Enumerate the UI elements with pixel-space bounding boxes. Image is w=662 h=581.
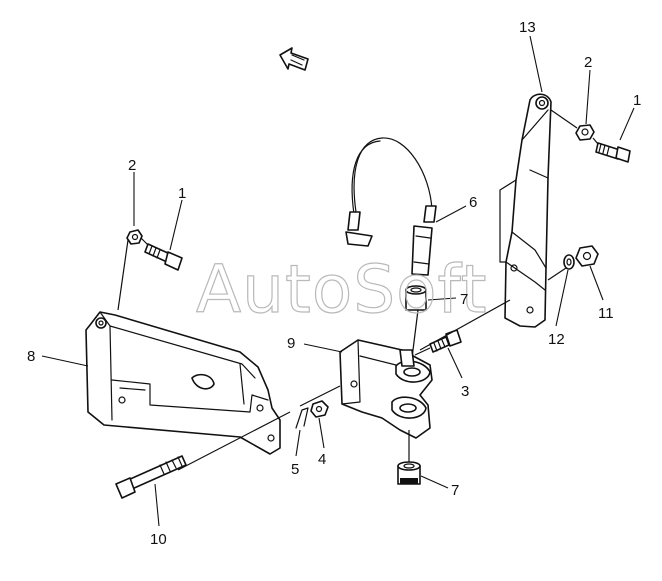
bushing-7-top bbox=[405, 285, 427, 311]
callout-9: 9 bbox=[287, 335, 295, 352]
callout-1-right: 1 bbox=[633, 92, 641, 109]
callout-11: 11 bbox=[598, 305, 614, 322]
washer-12 bbox=[563, 254, 575, 270]
nut-2-left bbox=[126, 229, 143, 245]
callout-6: 6 bbox=[469, 194, 477, 211]
bolt-3 bbox=[429, 329, 462, 353]
direction-arrow-icon bbox=[279, 47, 309, 71]
nut-2-right bbox=[575, 124, 595, 141]
bolt-10 bbox=[115, 455, 187, 499]
callout-labels: 13 2 1 2 1 6 7 11 12 8 9 3 5 4 7 10 bbox=[27, 19, 641, 548]
nut-11 bbox=[575, 245, 599, 267]
left-bracket bbox=[85, 311, 281, 455]
lock-pin-cable bbox=[345, 137, 437, 276]
callout-7-bottom: 7 bbox=[451, 482, 459, 499]
right-bracket bbox=[499, 93, 552, 328]
watermark-text: AutoSoft bbox=[196, 251, 487, 328]
bolt-1-left bbox=[144, 243, 183, 271]
callout-4: 4 bbox=[318, 451, 326, 468]
bolt-1-right bbox=[595, 142, 631, 163]
callout-2-right: 2 bbox=[584, 54, 592, 71]
clevis-block bbox=[339, 339, 433, 439]
callout-2-left: 2 bbox=[128, 157, 136, 174]
leader-lines bbox=[41, 35, 635, 527]
callout-5: 5 bbox=[291, 461, 299, 478]
cotter-pin-5 bbox=[295, 407, 309, 429]
callout-8: 8 bbox=[27, 348, 35, 365]
callout-1-left: 1 bbox=[178, 185, 186, 202]
callout-12: 12 bbox=[548, 331, 565, 348]
bushing-7-bottom bbox=[397, 461, 421, 485]
callout-3: 3 bbox=[461, 383, 469, 400]
callout-13: 13 bbox=[519, 19, 536, 36]
nut-4 bbox=[310, 400, 329, 418]
callout-7-top: 7 bbox=[460, 291, 468, 308]
callout-10: 10 bbox=[150, 531, 167, 548]
